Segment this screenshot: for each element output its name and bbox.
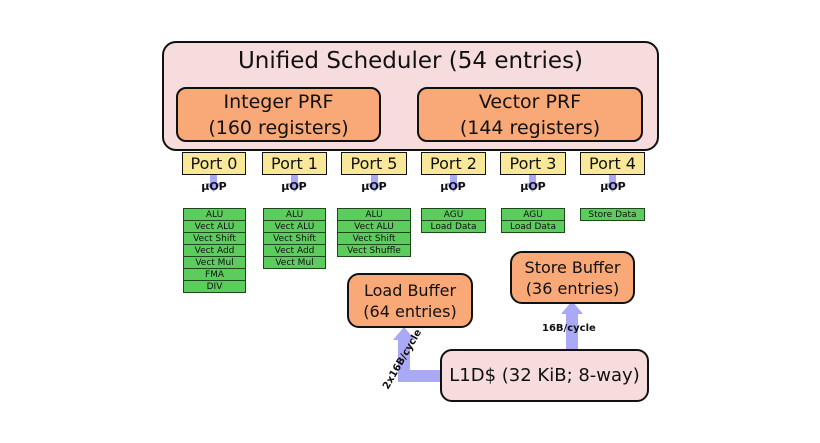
integer-prf-name: Integer PRF (223, 90, 334, 113)
port-1: Port 1 (262, 152, 327, 175)
port-3-units: AGU Load Data (501, 208, 565, 233)
vector-prf: Vector PRF (144 registers) (417, 87, 643, 142)
exec-unit: Vect Shuffle (337, 244, 411, 257)
vector-prf-size: (144 registers) (459, 116, 601, 139)
port-0-arrow (205, 175, 222, 192)
port-4: Port 4 (580, 152, 645, 175)
port-4-units: Store Data (580, 208, 645, 221)
port-4-uop-label: µOP (600, 180, 626, 193)
port-2: Port 2 (421, 152, 486, 175)
l1d-cache: L1D$ (32 KiB; 8-way) (440, 349, 649, 402)
scheduler-title: Unified Scheduler (54 entries) (237, 48, 584, 74)
port-4-arrow (604, 175, 621, 192)
port-1-uop-label: µOP (281, 180, 307, 193)
port-1-units: ALU Vect ALU Vect Shift Vect Add Vect Mu… (263, 208, 326, 269)
port-0-units: ALU Vect ALU Vect Shift Vect Add Vect Mu… (183, 208, 246, 293)
integer-prf: Integer PRF (160 registers) (176, 87, 381, 142)
port-3: Port 3 (500, 152, 566, 175)
load-buffer-size: (64 entries) (363, 301, 457, 321)
store-bandwidth-label: 16B/cycle (542, 323, 596, 334)
exec-unit: DIV (183, 280, 246, 293)
port-0-uop-label: µOP (201, 180, 227, 193)
port-5: Port 5 (341, 152, 407, 175)
port-2-arrow (445, 175, 462, 192)
exec-unit: Vect Mul (263, 256, 326, 269)
store-buffer-name: Store Buffer (524, 257, 621, 277)
port-5-uop-label: µOP (361, 180, 387, 193)
port-5-arrow (366, 175, 383, 192)
integer-prf-size: (160 registers) (208, 116, 349, 139)
exec-unit: Store Data (580, 208, 645, 221)
port-5-units: ALU Vect ALU Vect Shift Vect Shuffle (337, 208, 411, 257)
port-2-units: AGU Load Data (421, 208, 486, 233)
exec-unit: Load Data (421, 220, 486, 233)
l1d-to-load-arrow (393, 327, 440, 382)
load-buffer-name: Load Buffer (363, 280, 457, 300)
port-3-arrow (524, 175, 541, 192)
port-3-uop-label: µOP (520, 180, 546, 193)
l1d-label: L1D$ (32 KiB; 8-way) (449, 365, 640, 386)
store-buffer-size: (36 entries) (525, 278, 620, 298)
port-2-uop-label: µOP (440, 180, 466, 193)
port-1-arrow (286, 175, 303, 192)
store-buffer: Store Buffer (36 entries) (510, 251, 635, 304)
l1d-to-store-arrow (561, 301, 583, 350)
exec-unit: Load Data (501, 220, 565, 233)
vector-prf-name: Vector PRF (478, 90, 582, 113)
load-buffer: Load Buffer (64 entries) (347, 273, 473, 328)
port-0: Port 0 (182, 152, 246, 175)
